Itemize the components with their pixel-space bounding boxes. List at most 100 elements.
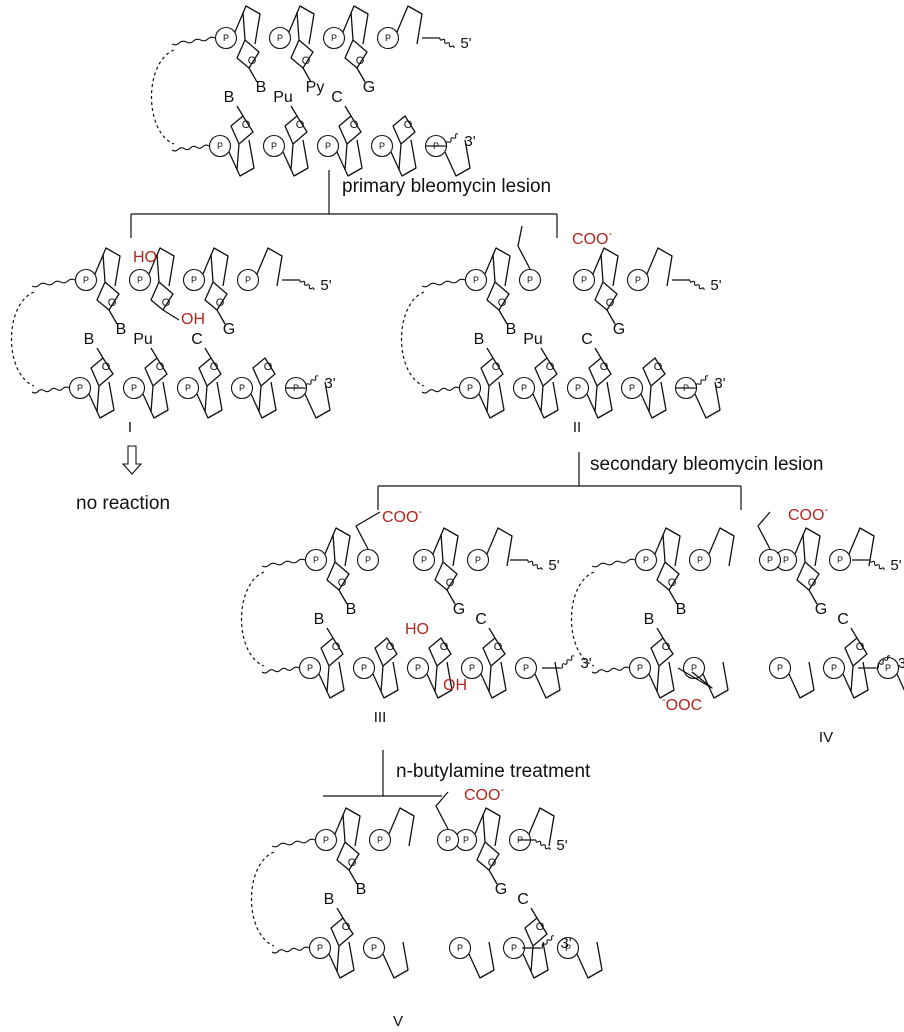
top-nucleotide: P [368, 807, 415, 852]
top-nucleotide: OGP [182, 247, 235, 338]
phosphate-label: P [473, 275, 479, 285]
ring-oxygen: O [536, 921, 545, 933]
chain-end-wavy [591, 558, 636, 568]
phosphate-group: P [370, 134, 394, 158]
phosphate-group: P [268, 26, 292, 50]
phosphate-label: P [271, 141, 277, 151]
three-prime-end: 3 [898, 655, 904, 672]
hairpin-loop [240, 571, 265, 667]
top-nucleotide: OBP [304, 527, 356, 618]
bottom-nucleotide: OP [230, 357, 277, 419]
ring-oxygen: O [492, 361, 501, 373]
top-nucleotide: OB P [314, 807, 367, 898]
phosphate-group: P [626, 268, 650, 292]
top-nucleotide: P [626, 247, 673, 292]
base-label: Pu [133, 331, 153, 348]
base-label: G [453, 601, 465, 618]
five-prime-end: 5' [556, 837, 567, 854]
ring-oxygen: O [210, 361, 219, 373]
ring-oxygen: O [264, 361, 273, 373]
phosphate-label: P [691, 663, 697, 673]
phosphate-group: P [464, 268, 488, 292]
phosphate-label: P [635, 275, 641, 285]
phosphate-label: P [317, 943, 323, 953]
label-structure-iii: III [374, 709, 387, 726]
phosphate-group: P [314, 828, 338, 852]
phosphate-label: P [365, 555, 371, 565]
phosphate-group: P [828, 548, 852, 572]
phosphate-group: P [458, 376, 482, 400]
phosphate-group: P [356, 548, 380, 572]
phosphate-label: P [217, 141, 223, 151]
bottom-nucleotide: P [768, 656, 815, 699]
top-nucleotide: OGP [454, 807, 507, 898]
ring-oxygen: O [216, 297, 225, 309]
phosphate-label: P [575, 383, 581, 393]
phosphate-label: P [379, 141, 385, 151]
chain-end-wavy [421, 386, 460, 394]
top-nucleotide: P [828, 527, 875, 572]
phosphate-group: P [514, 656, 538, 680]
ring-oxygen: O [348, 857, 357, 869]
hydroxyl-ho: HO [133, 249, 157, 266]
phosphate-group: P [412, 548, 436, 572]
bottom-nucleotide: P [556, 936, 603, 979]
carboxylate-left: -OOC [662, 694, 702, 714]
bottom-nucleotide: OCP [502, 891, 549, 979]
base-label: G [613, 321, 625, 338]
bottom-nucleotide: OCP [460, 611, 507, 699]
phosphate-group: P [368, 828, 392, 852]
top-nucleotide: OBP [74, 247, 126, 338]
phosphate-label: P [457, 943, 463, 953]
hairpin-loop [250, 851, 275, 947]
chain-end-wavy [171, 144, 210, 152]
ring-oxygen: O [494, 641, 503, 653]
chain-end-wavy [443, 133, 459, 147]
chain-end-wavy [869, 559, 885, 571]
step-butylamine-treatment: n-butylamine treatment [396, 761, 591, 782]
bottom-nucleotide: OBP [298, 611, 345, 699]
carboxylate-text: -OOC [662, 694, 702, 714]
chain-end-wavy [527, 559, 543, 571]
phosphate-label: P [463, 835, 469, 845]
phosphate-label: P [331, 33, 337, 43]
ring-oxygen: O [248, 55, 257, 67]
base-label: B [676, 601, 687, 618]
phosphate-label: P [371, 943, 377, 953]
base-label: G [495, 881, 507, 898]
bottom-nucleotide: OBP [628, 611, 675, 699]
top-nucleotide: OGP [412, 527, 465, 618]
phosphate-label: P [421, 555, 427, 565]
chain-end-wavy [421, 278, 466, 288]
carboxylate-text: COO- [572, 228, 612, 248]
chain-end-wavy [271, 946, 310, 954]
ring-oxygen: O [356, 55, 365, 67]
ring-oxygen: O [296, 119, 305, 131]
five-prime-end: 5' [548, 557, 559, 574]
hairpin-loop [150, 49, 175, 145]
base-label: B [324, 891, 335, 908]
base-label: G [363, 79, 375, 96]
base-label: B [224, 89, 235, 106]
ring-oxygen: O [338, 577, 347, 589]
label-structure-ii: II [573, 419, 581, 436]
ring-oxygen: O [242, 119, 251, 131]
phosphate-label: P [767, 555, 773, 565]
base-label: B [356, 881, 367, 898]
phosphate-group: P [262, 134, 286, 158]
bottom-nucleotide: O B P [208, 89, 255, 177]
phosphate-group: P [362, 936, 386, 960]
carboxylate: COO- [572, 228, 612, 248]
phosphate-label: P [313, 555, 319, 565]
base-label: Py [306, 79, 325, 96]
phosphate-label: P [629, 383, 635, 393]
phosphate-group: P [768, 656, 792, 680]
phosphate-label: P [469, 663, 475, 673]
phosphate-group: P [634, 548, 658, 572]
